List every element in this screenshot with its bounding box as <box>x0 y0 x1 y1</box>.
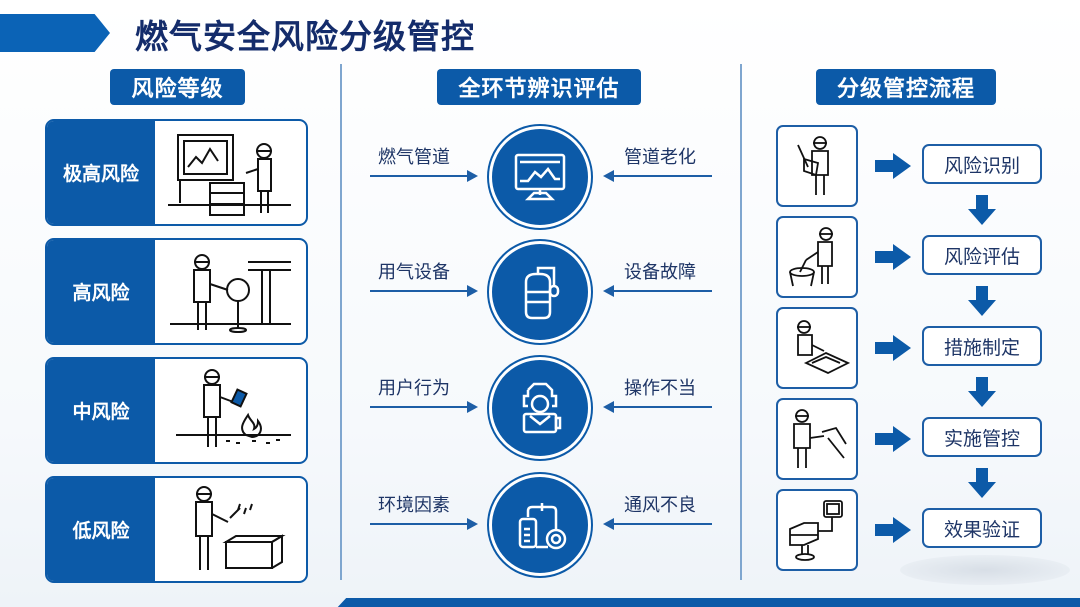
worker-inspecting-icon <box>776 125 858 207</box>
worker-controlling-icon <box>776 398 858 480</box>
arrow-right-icon <box>875 335 911 361</box>
worker-operating-valve-icon <box>155 240 306 343</box>
risk-card-medium: 中风险 <box>45 357 308 464</box>
verification-device-icon <box>776 489 858 571</box>
risk-card-high: 高风险 <box>45 238 308 345</box>
arrow-left-line <box>612 290 712 292</box>
arrow-left-icon <box>603 170 614 182</box>
factor-label: 燃气管道 <box>378 147 450 168</box>
arrow-down-icon <box>968 286 996 316</box>
risk-card-low: 低风险 <box>45 476 308 583</box>
factor-label: 用户行为 <box>378 378 450 399</box>
identification-row-environment: 环境因素 通风不良 <box>360 467 720 576</box>
section-tag-risk-levels: 风险等级 <box>110 69 245 105</box>
column-divider-left <box>340 64 342 580</box>
worker-drafting-icon <box>776 307 858 389</box>
issue-label: 通风不良 <box>624 495 696 516</box>
arrow-down-icon <box>968 468 996 498</box>
arrow-left-icon <box>603 285 614 297</box>
worker-at-monitor-panel-icon <box>155 121 306 224</box>
arrow-left-line <box>612 175 712 177</box>
risk-label: 低风险 <box>47 478 155 581</box>
arrow-right-icon <box>467 401 478 413</box>
factor-label: 环境因素 <box>378 495 450 516</box>
arrow-right-icon <box>467 518 478 530</box>
step-measure-formulation: 措施制定 <box>922 326 1042 366</box>
worker-measuring-icon <box>776 216 858 298</box>
risk-label: 极高风险 <box>47 121 155 224</box>
arrow-right-line <box>370 406 470 408</box>
step-effect-verification: 效果验证 <box>922 508 1042 548</box>
risk-label: 中风险 <box>47 359 155 462</box>
page-title: 燃气安全风险分级管控 <box>135 17 475 56</box>
arrow-left-line <box>612 406 712 408</box>
issue-label: 操作不当 <box>624 378 696 399</box>
step-implement-control: 实施管控 <box>922 417 1042 457</box>
issue-label: 设备故障 <box>624 262 696 283</box>
risk-label: 高风险 <box>47 240 155 343</box>
decorative-shadow <box>900 555 1070 585</box>
arrow-right-line <box>370 175 470 177</box>
monitor-chart-icon <box>489 126 591 228</box>
arrow-right-icon <box>467 170 478 182</box>
column-divider-right <box>740 64 742 580</box>
title-accent-bar <box>0 14 110 52</box>
arrow-right-line <box>370 523 470 525</box>
arrow-left-line <box>612 523 712 525</box>
arrow-right-icon <box>875 426 911 452</box>
section-tag-identification: 全环节辨识评估 <box>437 69 641 105</box>
section-tag-process: 分级管控流程 <box>816 69 996 105</box>
factor-label: 用气设备 <box>378 262 450 283</box>
step-risk-identification: 风险识别 <box>922 144 1042 184</box>
issue-label: 管道老化 <box>624 147 696 168</box>
arrow-left-icon <box>603 518 614 530</box>
arrow-left-icon <box>603 401 614 413</box>
step-risk-assessment: 风险评估 <box>922 235 1042 275</box>
worker-checking-box-icon <box>155 478 306 581</box>
worker-detecting-fire-icon <box>155 359 306 462</box>
identification-row-pipeline: 燃气管道 管道老化 <box>360 119 720 228</box>
identification-row-user-behavior: 用户行为 操作不当 <box>360 350 720 459</box>
gas-cylinder-icon <box>489 241 591 343</box>
risk-card-extreme: 极高风险 <box>45 119 308 226</box>
footer-accent-bar <box>335 598 1080 607</box>
arrow-right-icon <box>875 153 911 179</box>
arrow-right-icon <box>875 517 911 543</box>
arrow-right-icon <box>875 244 911 270</box>
arrow-down-icon <box>968 195 996 225</box>
user-location-icon <box>489 357 591 459</box>
arrow-right-icon <box>467 285 478 297</box>
tank-valve-icon <box>489 474 591 576</box>
arrow-right-line <box>370 290 470 292</box>
arrow-down-icon <box>968 377 996 407</box>
identification-row-equipment: 用气设备 设备故障 <box>360 234 720 343</box>
